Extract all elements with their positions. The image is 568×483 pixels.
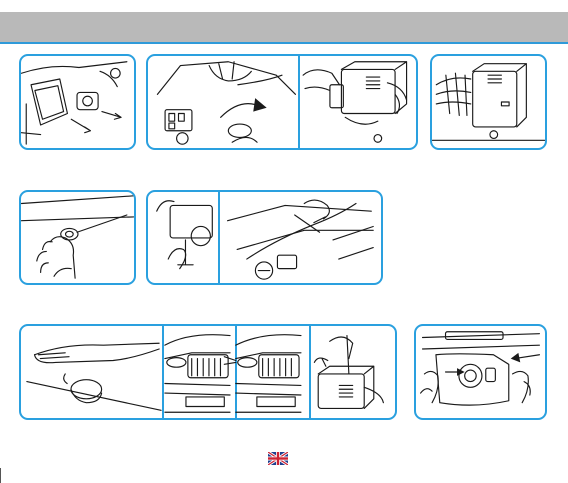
panel-wiring-and-module (146, 54, 418, 150)
switch-reinstall-illustration (416, 326, 545, 418)
dashboard-trim-illustration (21, 56, 134, 148)
cable-routing-detail-illustration (148, 192, 381, 283)
header-accent-line (0, 42, 568, 44)
module-plug-in-illustration (148, 56, 416, 148)
panel-sensor-adhesion (19, 190, 136, 285)
page-edge-mark (0, 468, 1, 483)
panel-cable-routing (146, 190, 383, 285)
panel-sensor-test-sequence (19, 324, 397, 420)
uk-flag-icon (268, 452, 288, 465)
panel-module-mounted (430, 54, 547, 150)
panel-dashboard-trim-removal (19, 54, 136, 150)
panel-switch-reinstall (414, 324, 547, 420)
sensor-adhesion-illustration (21, 192, 134, 283)
module-mounted-illustration (432, 56, 545, 148)
module-adjustment-illustration (21, 326, 395, 418)
header-bar (0, 12, 568, 42)
